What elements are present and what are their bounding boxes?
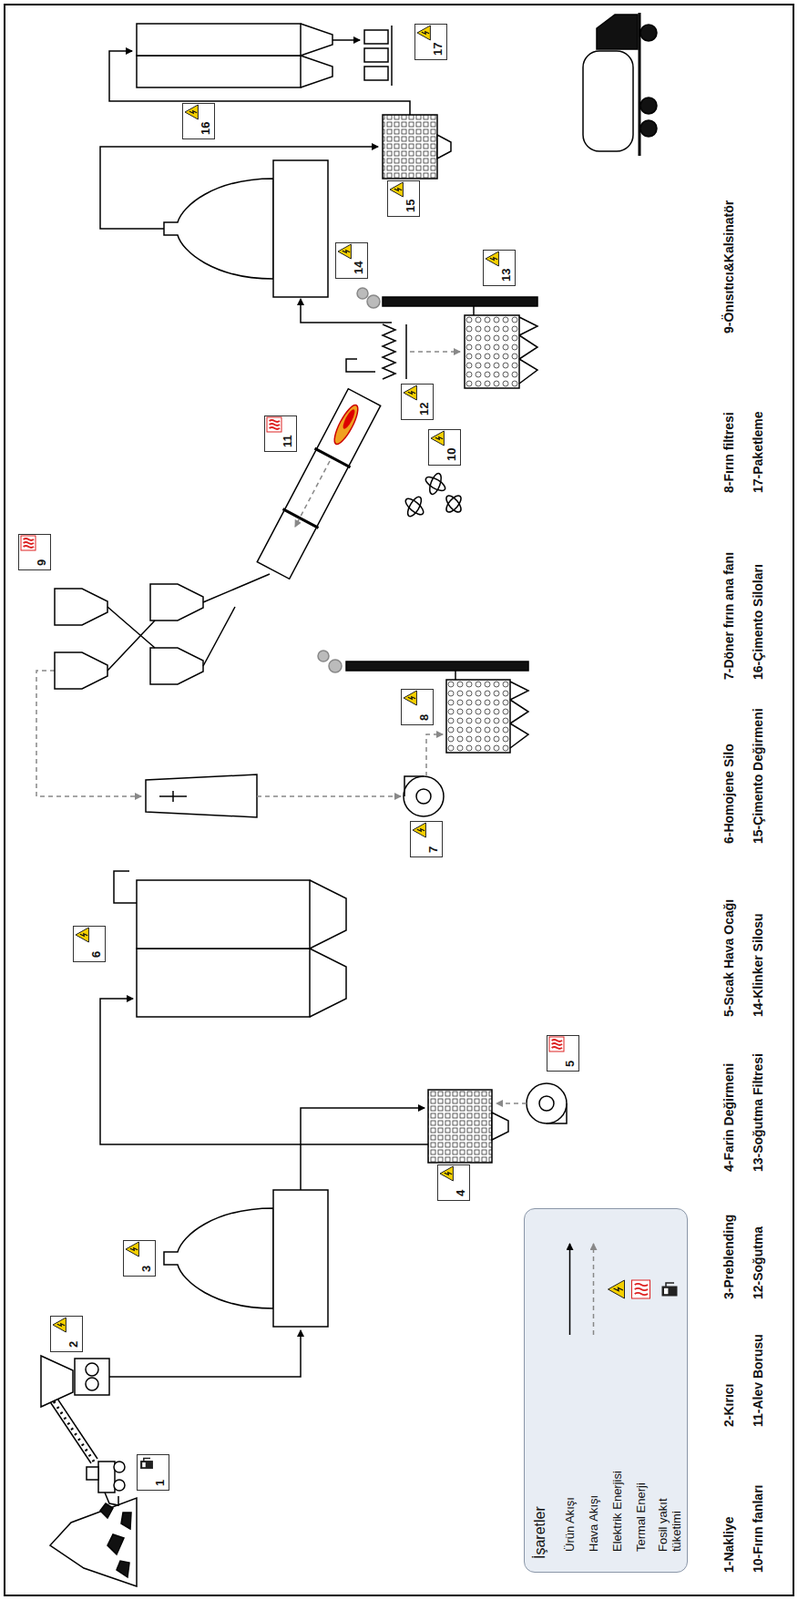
callout-box: 3 [122, 1239, 156, 1277]
legend-text: Ürün Akışı [562, 1496, 577, 1552]
legend-item-label: 17-Paketleme [750, 410, 767, 493]
electric-icon [412, 822, 426, 838]
callout-box: 14 [335, 242, 369, 279]
legend-item-label: 4-Farin Değirmeni [721, 1063, 737, 1172]
legend-item-label: 6-Homojene Silo [721, 743, 737, 844]
thermal-icon [632, 1279, 651, 1299]
callout-number: 10 [445, 448, 459, 461]
legend-item-label: 11-Alev Borusu [750, 1333, 767, 1427]
callout-box: 9 [18, 533, 52, 571]
callout-box: 5 [546, 1034, 580, 1072]
frame [4, 4, 794, 1596]
callout-box: 2 [50, 1315, 83, 1352]
callout-number: 12 [418, 402, 431, 416]
legend-item-label: 15-Çimento Değirmeni [750, 707, 767, 844]
legend-item-label: 3-Preblending [721, 1214, 737, 1300]
callout-box: 16 [182, 102, 215, 140]
callout-number: 14 [352, 261, 366, 275]
air-flow-sample [593, 1243, 595, 1335]
callout-number: 17 [431, 42, 445, 56]
legend-item-label: 8-Fırın filtresi [721, 411, 737, 493]
callout-box: 10 [428, 429, 461, 466]
thermal-icon [20, 535, 36, 551]
legend-item-label: 7-Döner fırın ana fanı [721, 552, 737, 680]
electric-icon [485, 251, 499, 266]
callout-number: 1 [153, 1479, 167, 1486]
electric-icon [52, 1317, 66, 1332]
legend-text: Elektrik Enerjisi [610, 1470, 625, 1552]
electric-icon [125, 1241, 139, 1257]
callout-number: 2 [67, 1340, 81, 1348]
thermal-icon [549, 1036, 564, 1052]
electric-icon [337, 244, 351, 259]
callout-box: 12 [400, 383, 434, 420]
legend-item-label: 5-Sıcak Hava Ocağı [721, 899, 737, 1017]
electric-icon [608, 1279, 625, 1299]
callout-number: 15 [404, 199, 418, 213]
legend-panel: İşaretler Ürün Akışı Hava Akışı Elektrik En… [523, 1207, 688, 1573]
callout-box: 17 [414, 23, 448, 61]
electric-icon [184, 104, 198, 120]
legend-item-label: 2-Kırıcı [721, 1383, 737, 1427]
electric-icon [403, 690, 417, 706]
callout-number: 6 [90, 951, 103, 958]
callout-box: 4 [437, 1164, 471, 1201]
legend-text: Hava Akışı [586, 1494, 601, 1552]
callout-number: 9 [35, 559, 49, 566]
callout-box: 1 [136, 1453, 170, 1491]
fuel-icon [662, 1282, 677, 1296]
electric-icon [417, 25, 430, 41]
callout-box: 15 [387, 180, 420, 217]
thermal-icon [266, 417, 282, 432]
callout-number: 13 [500, 268, 513, 282]
legend-item-label: 14-Klinker Silosu [750, 912, 767, 1017]
callout-number: 8 [418, 714, 431, 721]
callout-number: 11 [281, 434, 295, 448]
legend-item-label: 9-Önısıtıcı&Kalsinatör [721, 200, 737, 334]
callout-box: 13 [482, 249, 516, 287]
callout-box: 7 [409, 820, 443, 858]
legend-item-label: 1-Nakliye [721, 1516, 737, 1573]
legend-item-label: 10-Fırın fanları [750, 1484, 767, 1573]
callout-number: 5 [563, 1060, 577, 1067]
callout-box: 11 [264, 415, 297, 452]
callout-number: 3 [140, 1265, 154, 1272]
callout-number: 4 [454, 1189, 468, 1197]
legend-item-label: 13-Soğutma Filtresi [750, 1053, 767, 1172]
callout-number: 7 [427, 846, 440, 853]
product-flow-sample [569, 1243, 572, 1335]
legend-item-label: 12-Soğutma [750, 1226, 767, 1300]
legend-title: İşaretler [532, 1505, 549, 1559]
electric-icon [439, 1166, 453, 1181]
electric-icon [75, 927, 89, 942]
electric-icon [389, 182, 403, 197]
legend-text: Fosil yakıt tüketimi [655, 1469, 684, 1552]
callout-number: 16 [199, 122, 213, 135]
callout-box: 6 [72, 925, 106, 962]
callout-box: 8 [400, 688, 434, 726]
legend-item-label: 16-Çimento Siloları [750, 563, 767, 680]
fuel-icon [141, 1457, 154, 1468]
electric-icon [403, 385, 417, 400]
legend-text: Termal Enerji [634, 1482, 648, 1552]
electric-icon [430, 430, 444, 446]
